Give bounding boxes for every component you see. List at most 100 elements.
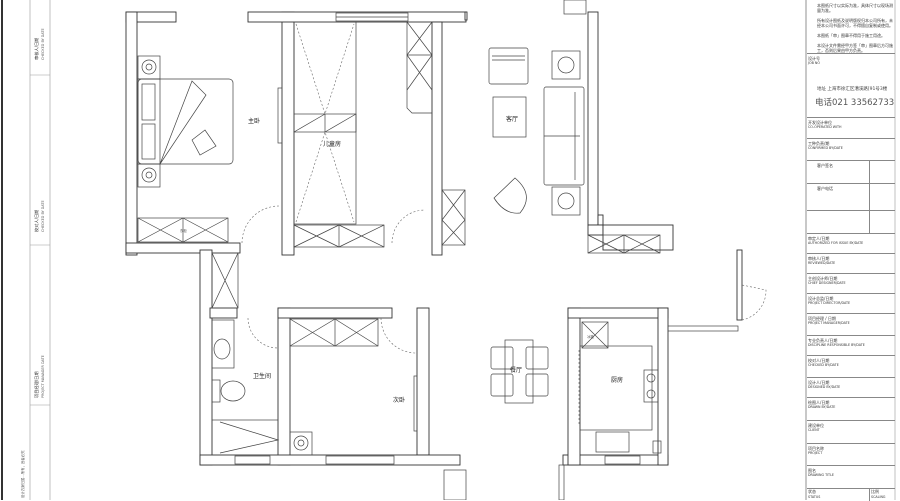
field-label: 项目经理 / 日期	[808, 316, 836, 321]
left-label-1: 校对人/日期	[33, 210, 40, 232]
field-label: 设计总监/日期	[808, 296, 834, 301]
room-label-dining-room: 餐厅	[510, 366, 522, 374]
field-label-en: CLIENT	[808, 428, 820, 432]
field-label: 设计号	[808, 56, 820, 61]
windows	[234, 12, 739, 465]
field-label: 审定人/日期	[808, 236, 830, 241]
room-label-kids-room: 儿童房	[323, 140, 341, 148]
room-label-master-bedroom: 主卧	[248, 117, 260, 125]
field-label-en: DRAWN BY/DATE	[808, 405, 836, 409]
master-wardrobe	[137, 217, 229, 243]
company-phone: 电话021 33562733	[815, 98, 895, 108]
kitchen-fixtures	[578, 321, 662, 454]
left-label-2: 项目经理/日期	[33, 371, 40, 398]
washer-fixture	[443, 469, 467, 500]
dining-table-set	[490, 339, 549, 404]
field-label-en: CONFIRMED BY/DATE	[808, 146, 843, 150]
field-divider	[869, 161, 870, 183]
master-wardrobe-label: 衣柜	[180, 228, 187, 233]
left-label-2-en: PROJECT MANAGER DATE	[41, 355, 45, 398]
left-label-0-en: CHECKED BY DATE	[41, 28, 45, 60]
title-block-content: 本图纸尺寸以实际为准，具体尺寸以现场测量为准。 所有设计图纸及说明版权归本公司所…	[807, 0, 895, 501]
status-label-en: STATUS	[808, 494, 821, 499]
left-label-0: 审核人/日期	[33, 38, 40, 60]
note-0: 本图纸尺寸以实际为准，具体尺寸以现场测量为准。	[817, 3, 893, 13]
room-label-bathroom: 卫生间	[253, 372, 271, 380]
second-bedroom-wardrobe	[289, 318, 418, 456]
field-divider	[869, 184, 870, 210]
field-divider	[869, 211, 870, 233]
note-2: 本图纸「审」图章不得用于施工用途。	[817, 33, 885, 38]
company-address: 地址 上海市徐汇区漕溪路[91号3楼	[817, 87, 888, 92]
status-label: 状态	[808, 489, 816, 494]
kids-door-swing	[391, 209, 426, 244]
entry-door-swing	[741, 284, 767, 321]
field-label: 项目名称	[808, 446, 824, 451]
title-block	[805, 0, 896, 500]
field-label: 客户签名	[817, 163, 833, 168]
field-label-en: PROJECT MANAGER/DATE	[808, 321, 850, 325]
room-label-kitchen: 厨房	[611, 376, 623, 384]
field-label: 绘图人/日期	[808, 400, 830, 405]
scale-label-en: SCALING	[871, 494, 886, 499]
field-label-en: CHECKED BY/DATE	[808, 363, 839, 367]
field-label-en: JOB NO	[808, 61, 820, 65]
left-note: 设计方案归属…所有，违者必究	[20, 450, 25, 498]
nightstand-lamps	[137, 55, 161, 188]
master-door-swing	[241, 205, 280, 244]
left-label-1-en: CHECKED BY DATE	[41, 200, 45, 232]
field-label-en: DRAWING TITLE	[808, 473, 834, 477]
field-label-en: PROJECT DIRECTOR/DATE	[808, 301, 851, 305]
field-label: 设计人/日期	[808, 380, 830, 385]
second-bedroom-door-swing	[380, 317, 417, 354]
room-label-second-bedroom: 次卧	[393, 396, 405, 404]
left-frame-strip: 审核人/日期 CHECKED BY DATE 校对人/日期 CHECKED BY…	[1, 0, 51, 500]
scale-label: 比例	[871, 489, 879, 494]
field-label: 客户电话	[817, 186, 833, 191]
title-field-row	[807, 210, 895, 233]
field-label-en: PROJECT	[808, 451, 823, 455]
field-label-en: DISCIPLINE RESPONSIBLE BY/DATE	[808, 343, 865, 347]
walls	[125, 11, 743, 466]
field-label: 工种负责/期	[808, 141, 830, 146]
field-label-en: CHIEF DESIGNER/DATE	[808, 281, 846, 285]
field-label: 图名	[808, 468, 816, 473]
corridor-wardrobe	[211, 252, 239, 309]
kids-room-wardrobe	[293, 21, 466, 248]
bathroom-door-swing	[247, 317, 279, 349]
fridge-label: 冰箱	[587, 334, 594, 339]
note-1: 所有设计图纸及说明版权归本公司所有，未经本公司书面许可，不得擅自复制或使用。	[817, 18, 893, 28]
field-label-en: CO-OPERATED WITH	[808, 125, 842, 129]
title-field-row: 客户签名	[807, 160, 895, 183]
title-block-notes: 本图纸尺寸以实际为准，具体尺寸以现场测量为准。 所有设计图纸及说明版权归本公司所…	[807, 0, 895, 53]
field-label: 校对人/日期	[808, 358, 830, 363]
field-label: 专业负责人/日期	[808, 338, 838, 343]
field-label-en: REVIEWED/DATE	[808, 261, 836, 265]
master-bedroom-bed	[137, 78, 234, 165]
title-field-row: 客户电话	[807, 183, 895, 210]
room-label-living-room: 客厅	[506, 115, 518, 123]
field-label-en: AUTHORIZED FOR ISSUE BY/DATE	[808, 241, 864, 245]
field-label: 审核人/日期	[808, 256, 830, 261]
field-label: 开发设计单位	[808, 120, 832, 125]
field-label: 建设单位	[808, 423, 824, 428]
top-fixture	[563, 0, 587, 15]
bathroom-fixtures	[211, 319, 280, 456]
